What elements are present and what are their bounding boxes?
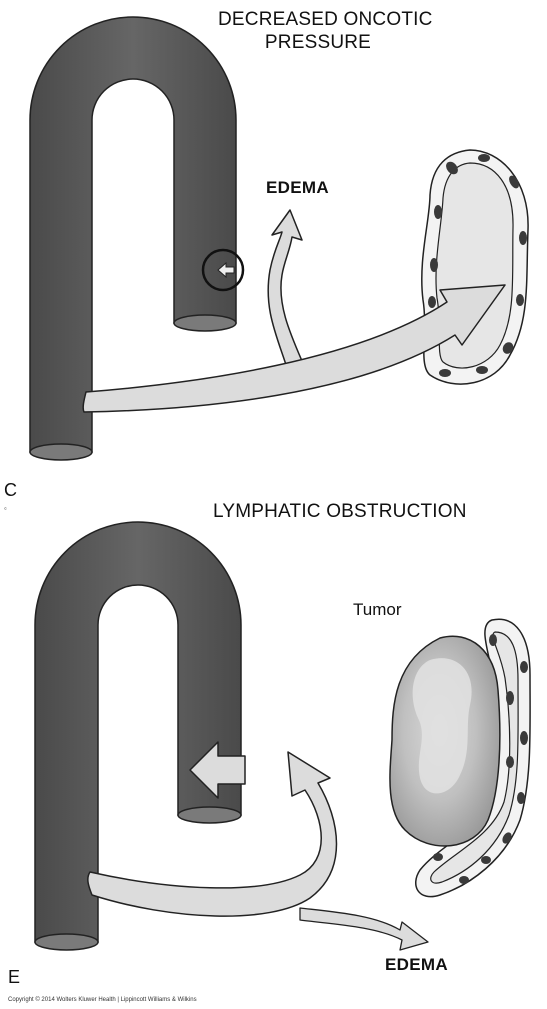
panel-c-title: DECREASED ONCOTIC PRESSURE [218,8,433,54]
panel-c-title-line1: DECREASED ONCOTIC [218,9,433,30]
lymphatic-nuclei [426,154,527,377]
tumor-light-core [412,658,472,794]
panel-c-small-mark: © [4,506,7,511]
tumor-label: Tumor [353,600,402,619]
vessel-opening-left-e [34,933,99,951]
edema-arrow-up [267,209,311,386]
panel-c-title-line2: PRESSURE [264,32,372,53]
panel-e-letter: E [8,967,21,987]
vessel-opening-right-e [177,806,242,824]
panel-c-diagram [29,16,529,461]
small-inward-arrow-icon [217,261,235,279]
lymphatic-nuclei-e [433,634,528,884]
panel-c-letter: C [4,480,17,500]
panel-c-decreased-oncotic-pressure: DECREASED ONCOTIC PRESSURE EDEMA C © [0,0,547,511]
panel-e-lymphatic-obstruction: LYMPHATIC OBSTRUCTION Tumor EDEMA E Copy… [0,500,547,1009]
panel-e-diagram [34,521,531,951]
panel-e-edema-label: EDEMA [385,955,448,974]
edema-arrow-down [299,907,429,951]
lymphatic-lumen-e [430,631,519,884]
lymph-flow-arrow [82,284,506,413]
panel-e-title: LYMPHATIC OBSTRUCTION [213,501,467,522]
panel-c-edema-label: EDEMA [266,178,329,197]
reabsorption-arrow [87,751,338,917]
inward-block-arrow-icon [189,741,246,799]
capillary-loop [29,16,237,453]
vessel-opening-left [29,443,93,461]
copyright-notice: Copyright © 2014 Wolters Kluwer Health |… [8,997,197,1003]
capillary-loop-e [34,521,242,943]
oncotic-pressure-circle [201,248,245,292]
vessel-opening-right [173,314,237,332]
